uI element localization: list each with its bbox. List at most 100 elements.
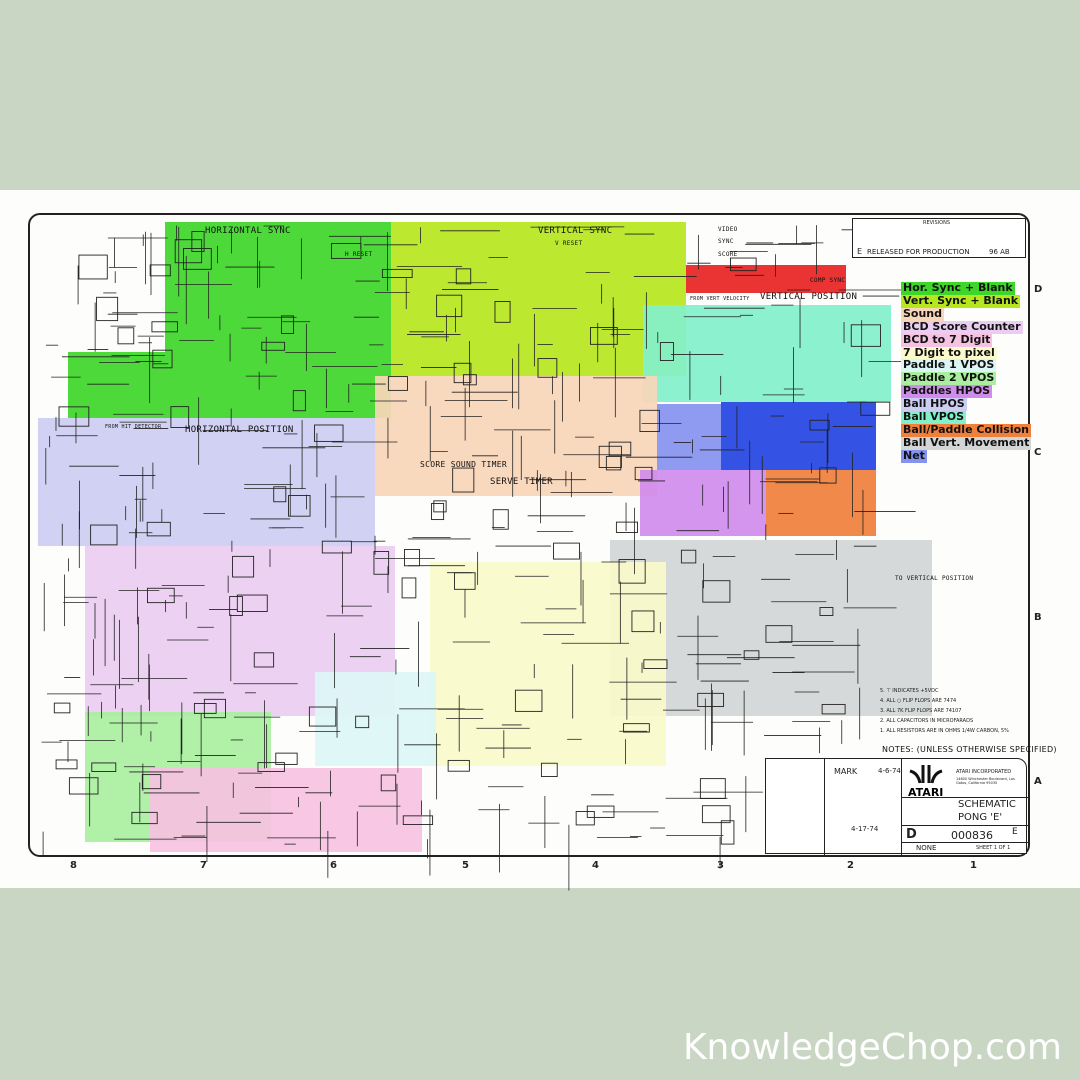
logic-gate: [203, 698, 226, 719]
logic-gate: [78, 254, 108, 280]
logic-gate: [455, 268, 472, 285]
logic-gate: [236, 594, 268, 612]
logic-gate: [639, 409, 660, 432]
logic-gate: [680, 549, 697, 564]
drawn-date: 4-6-74: [878, 767, 901, 775]
label-horizontal-sync: HORIZONTAL SYNC: [205, 226, 291, 236]
watermark: KnowledgeChop.com: [682, 1027, 1062, 1068]
drawn-by: MARK: [834, 767, 858, 776]
grid-row-label: B: [1034, 612, 1042, 623]
logic-gate: [96, 296, 119, 322]
logic-gate: [605, 455, 622, 471]
notes-title: NOTES: (UNLESS OTHERWISE SPECIFIED): [882, 745, 1057, 754]
grid-row-label: D: [1034, 284, 1043, 295]
legend-item: 7 Digit to pixel: [901, 345, 997, 360]
grid-col-label: 7: [200, 860, 207, 871]
logic-gate: [452, 467, 475, 493]
region-hor-sync-lower: [68, 352, 391, 418]
drawing-size: D: [906, 827, 917, 842]
note-item: 3. ALL 7K FLIP FLOPS ARE 74107: [880, 708, 962, 714]
logic-gate: [809, 419, 830, 431]
logic-gate: [821, 703, 846, 715]
logic-gate: [431, 503, 445, 521]
region-paddle1-vpos: [315, 672, 436, 766]
logic-gate: [253, 652, 275, 668]
logic-gate: [288, 495, 311, 517]
grid-row-label: C: [1034, 447, 1042, 458]
grid-col-label: 4: [592, 860, 599, 871]
revision-header: REVISIONS: [923, 220, 951, 226]
label-h-reset: H RESET: [345, 251, 373, 258]
legend-item: Vert. Sync + Blank: [901, 293, 1021, 308]
grid-col-label: 2: [847, 860, 854, 871]
logic-gate: [462, 374, 477, 386]
label-score-in: SCORE: [718, 251, 738, 258]
legend-item: Paddles HPOS: [901, 384, 993, 399]
label-horizontal-position: HORIZONTAL POSITION: [185, 425, 294, 435]
label-score-sound-timer: SCORE SOUND TIMER: [420, 460, 507, 469]
logic-gate: [598, 445, 622, 468]
label-vertical-position: VERTICAL POSITION: [760, 292, 858, 302]
revision-letter: E: [857, 247, 863, 256]
logic-gate: [553, 542, 580, 560]
logic-gate: [618, 559, 646, 584]
legend-item: Hor. Sync + Blank: [901, 281, 1015, 295]
revision-description: RELEASED FOR PRODUCTION: [867, 248, 970, 256]
label-from-vert-velocity: FROM VERT VELOCITY: [690, 296, 750, 302]
logic-gate: [275, 752, 298, 765]
drawing-border: [28, 213, 1030, 857]
logic-gate: [492, 509, 509, 530]
logic-gate: [634, 466, 653, 481]
revision-block: REVISIONS E RELEASED FOR PRODUCTION 96 A…: [852, 218, 1026, 258]
company-name: ATARI INCORPORATED: [956, 769, 1012, 775]
logic-gate: [623, 723, 650, 733]
logic-gate: [631, 610, 655, 633]
label-sync-in: SYNC: [718, 238, 734, 245]
logic-gate: [850, 324, 881, 347]
logic-gate: [58, 406, 90, 427]
legend-item: BCD to 7 Digit: [901, 332, 993, 347]
logic-gate: [170, 406, 190, 428]
logic-gate: [314, 424, 344, 442]
logic-gate: [729, 257, 757, 272]
drawing-rev: E: [1012, 827, 1018, 837]
logic-gate: [590, 327, 618, 345]
legend-item: Paddle 1 VPOS: [901, 358, 997, 373]
logic-gate: [141, 774, 162, 790]
grid-col-label: 6: [330, 860, 337, 871]
logic-gate: [261, 341, 286, 351]
logic-gate: [819, 607, 834, 616]
note-item: 2. ALL CAPACITORS IN MICROFARADS: [880, 718, 974, 724]
drawing-sheet: SHEET 1 OF 1: [976, 845, 1011, 851]
logic-gate: [701, 805, 731, 824]
region-net: [657, 404, 721, 470]
logic-gate: [702, 580, 731, 603]
logic-gate: [401, 577, 417, 599]
logic-gate: [537, 358, 558, 378]
logic-gate: [380, 774, 397, 792]
notes: 5. ⊤ INDICATES +5VDC 4. ALL ○ FLIP FLOPS …: [880, 686, 1009, 736]
legend-item: BCD Score Counter: [901, 319, 1023, 334]
logic-gate: [151, 321, 178, 333]
logic-gate: [765, 625, 793, 643]
logic-gate: [699, 778, 726, 799]
note-item: 4. ALL ○ FLIP FLOPS ARE 7474: [880, 698, 957, 704]
logic-gate: [257, 762, 285, 772]
region-vert-sync: [391, 222, 686, 376]
logic-gate: [152, 349, 173, 369]
label-serve-timer: SERVE TIMER: [490, 477, 553, 487]
logic-gate: [540, 762, 558, 777]
logic-gate: [308, 706, 337, 727]
approval-date: 4-17-74: [851, 825, 879, 833]
logic-gate: [292, 390, 306, 412]
region-comp-sync: [686, 265, 846, 293]
note-item: 5. ⊤ INDICATES +5VDC: [880, 688, 939, 694]
label-video-in: VIDEO: [718, 226, 738, 233]
label-hit-detector: FROM HIT DETECTOR: [105, 424, 162, 430]
logic-gate: [586, 805, 615, 818]
logic-gate: [453, 362, 472, 384]
logic-gate: [55, 759, 78, 770]
legend-item: Ball Vert. Movement: [901, 435, 1032, 450]
